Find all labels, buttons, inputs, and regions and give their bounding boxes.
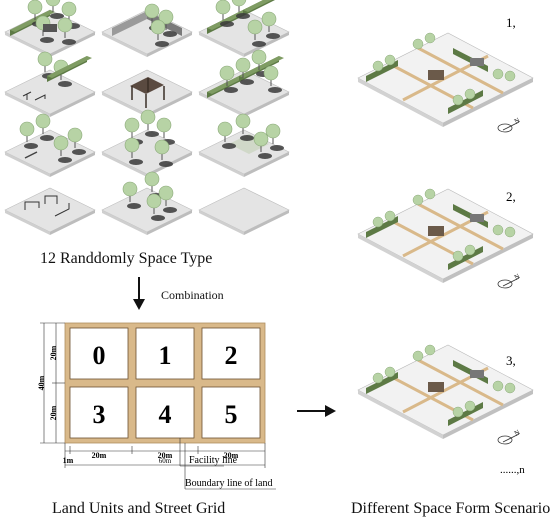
- land-unit-grid: 0 1 2 3 4 5 40m 20m 20m 20m 20m 20m 60m …: [37, 322, 276, 490]
- unit-label: 5: [225, 400, 238, 429]
- space-type-tile: [198, 0, 290, 58]
- unit-cells: [69, 327, 261, 439]
- scenario-number: 3,: [506, 353, 516, 368]
- space-type-tile: [101, 69, 193, 118]
- facility-line-label: Facility line: [189, 455, 238, 466]
- combination-label: Combination: [161, 288, 224, 302]
- scenario-number: ......,n: [500, 464, 525, 476]
- compass-north-label: N: [513, 116, 521, 125]
- scenarios-panel: N N N 1, 2, 3, ......,n: [356, 15, 535, 476]
- compass-north-label: N: [513, 428, 521, 437]
- space-type-tile: [4, 187, 96, 236]
- space-type-tile: [198, 113, 290, 178]
- unit-label: 3: [93, 400, 106, 429]
- unit-label: 1: [159, 341, 172, 370]
- row-height-label: 20m: [49, 345, 58, 360]
- row-height-label: 20m: [49, 405, 58, 420]
- scenarios-caption: Different Space Form Scenarios: [351, 500, 550, 517]
- space-type-tile: [101, 3, 193, 58]
- unit-label: 0: [93, 341, 106, 370]
- space-type-tile: [101, 109, 193, 178]
- total-width-label: 60m: [159, 457, 172, 465]
- boundary-line-label: Boundary line of land: [185, 478, 272, 489]
- unit-label: 4: [159, 400, 172, 429]
- arrow-right-icon: [297, 405, 336, 417]
- grid-caption: Land Units and Street Grid: [52, 500, 226, 517]
- space-type-tile: [198, 187, 290, 236]
- column-width-label: 20m: [158, 451, 173, 460]
- arrow-down-icon: [133, 277, 145, 310]
- space-type-tile: [4, 51, 96, 118]
- column-width-label: 20m: [92, 451, 107, 460]
- compass-north-label: N: [513, 272, 521, 281]
- unit-label: 2: [225, 341, 238, 370]
- space-type-tiles: [4, 0, 290, 236]
- street-width-label: 1m: [63, 456, 74, 465]
- space-types-caption: 12 Randdomly Space Type: [40, 250, 213, 267]
- scenario-number: 2,: [506, 189, 516, 204]
- column-width-label: 20m: [224, 451, 239, 460]
- scenario-number: 1,: [506, 15, 516, 30]
- space-type-tile: [198, 49, 290, 118]
- space-type-tile: [4, 113, 96, 178]
- total-height-label: 40m: [37, 375, 46, 390]
- space-type-tile: [4, 0, 96, 58]
- scenario-diagram: [356, 31, 535, 129]
- space-type-tile: [101, 171, 193, 236]
